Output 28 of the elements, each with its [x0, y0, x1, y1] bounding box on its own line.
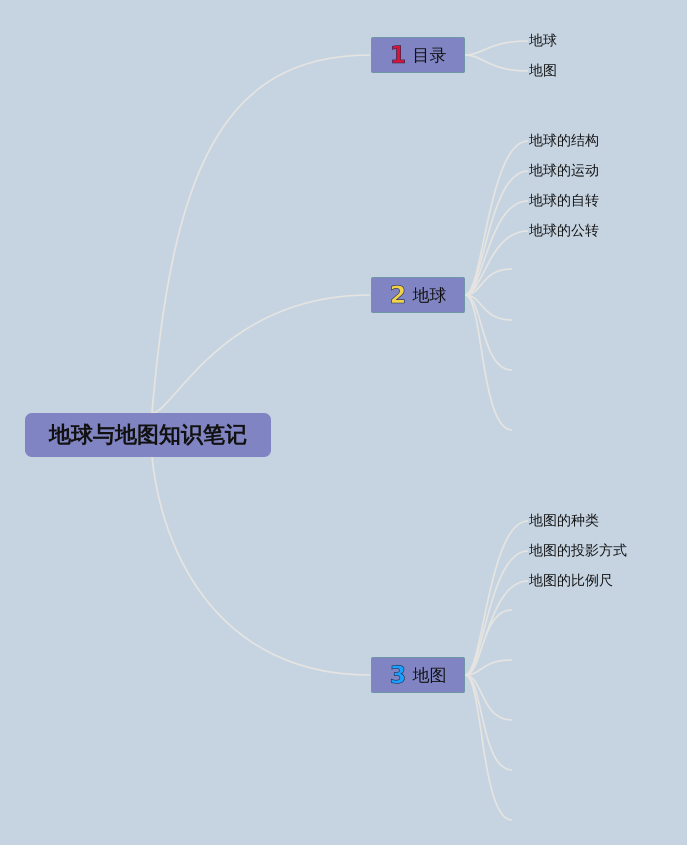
topic-label: 目录: [412, 44, 446, 66]
subtopic-label: 地球的运动: [529, 162, 599, 180]
number-label: 3: [390, 661, 406, 689]
branch-line: [464, 674, 512, 821]
subtopic-label: 地球的结构: [529, 132, 599, 150]
subtopic-label: 地球的公转: [529, 222, 599, 240]
topic-label: 地球: [412, 284, 446, 306]
topic-box: [371, 657, 465, 693]
branch-line: [464, 140, 528, 296]
branch-line: [152, 294, 370, 414]
subtopic-label: 地图的比例尺: [529, 572, 613, 590]
branch-line: [151, 54, 370, 414]
branch-line: [464, 294, 512, 431]
number-label: 2: [390, 281, 406, 309]
subtopic-label: 地球: [529, 32, 557, 50]
branch-line: [464, 54, 528, 72]
subtopic-label: 地图的种类: [529, 512, 599, 530]
topic-label: 地图: [412, 664, 446, 686]
branch-line: [151, 456, 370, 676]
topic-box: [371, 37, 465, 73]
subtopic-label: 地图: [529, 62, 557, 80]
branch-line: [464, 520, 528, 676]
number-label: 1: [390, 41, 406, 69]
branch-line: [464, 40, 528, 56]
central-topic-box: 地球与地图知识笔记: [25, 413, 271, 457]
subtopic-label: 地图的投影方式: [529, 542, 627, 560]
topic-box: [371, 277, 465, 313]
subtopic-label: 地球的自转: [529, 192, 599, 210]
